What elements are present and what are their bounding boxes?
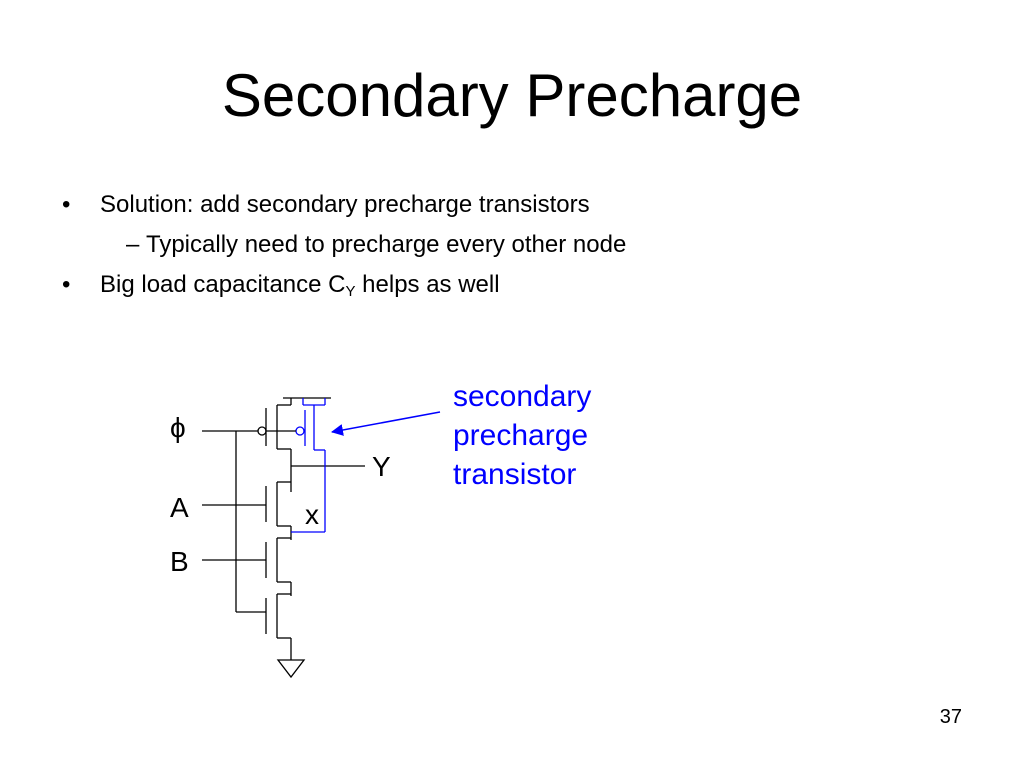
circuit-wires	[202, 397, 365, 679]
input-a-label: A	[170, 492, 189, 523]
node-x-label: x	[305, 499, 319, 530]
sub-bullet-item: – Typically need to precharge every othe…	[62, 230, 962, 260]
sub-bullet-text-wrapper: – Typically need to precharge every othe…	[126, 230, 627, 260]
bullet-marker: •	[62, 191, 71, 218]
capacitance-subscript: Y	[345, 283, 356, 300]
callout-line: secondary	[453, 380, 592, 413]
callout-line: precharge	[453, 419, 589, 452]
callout-text: secondary precharge transistor	[453, 377, 591, 494]
bullet-item: • Solution: add secondary precharge tran…	[62, 190, 962, 220]
sub-bullet-marker: –	[126, 231, 140, 258]
output-y-label: Y	[372, 451, 391, 482]
bullet-list: • Solution: add secondary precharge tran…	[62, 190, 962, 310]
sub-bullet-text: Typically need to precharge every other …	[146, 231, 627, 258]
slide-title: Secondary Precharge	[221, 62, 803, 129]
bullet-text-part: helps as well	[355, 271, 500, 298]
callout-line: transistor	[453, 458, 577, 491]
bullet-marker: •	[62, 271, 71, 298]
secondary-precharge-transistor	[266, 398, 326, 533]
phi-label: ϕ	[170, 412, 186, 443]
bullet-text-part: Big load capacitance C	[100, 271, 346, 298]
page-number: 37	[939, 706, 962, 728]
callout-arrow	[331, 411, 441, 436]
ground-icon	[276, 659, 306, 679]
bullet-item: • Big load capacitance CY helps as well	[62, 270, 962, 300]
precharge-pmos-bubble	[257, 426, 267, 436]
bullet-text: Solution: add secondary precharge transi…	[100, 191, 590, 218]
input-b-label: B	[170, 546, 189, 577]
secondary-pmos-bubble	[295, 426, 305, 436]
bullet-text: Big load capacitance CY helps as well	[100, 270, 500, 307]
